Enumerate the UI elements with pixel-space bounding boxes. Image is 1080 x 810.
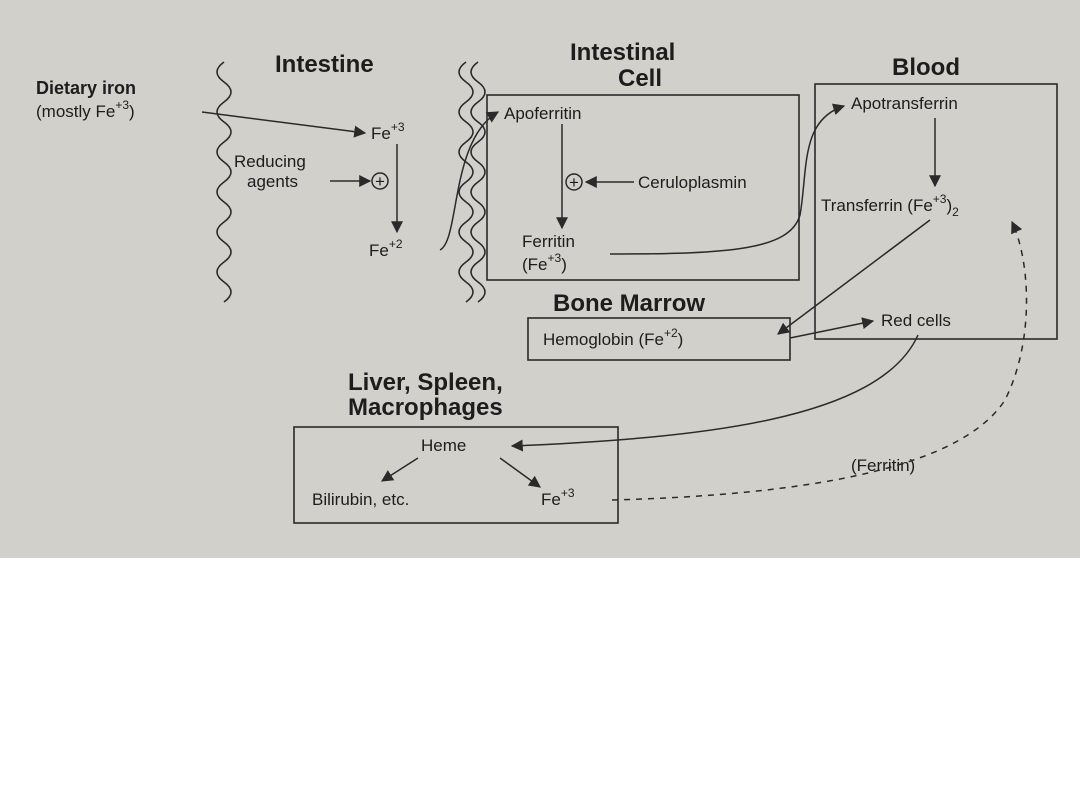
ferritin-storage-label: (Ferritin) [851, 456, 915, 475]
heading-bone-marrow: Bone Marrow [553, 290, 705, 317]
liver-fe3-label: Fe+3 [541, 486, 575, 509]
arrow-red-cells-to-heme [510, 334, 919, 452]
heading-intestinal-cell-line2: Cell [618, 65, 662, 92]
heading-liver-line2: Macrophages [348, 394, 503, 421]
plus-circle-icon [371, 172, 389, 190]
intestine-membrane-left [216, 61, 232, 303]
bone-marrow-box [527, 317, 791, 361]
red-cells-label: Red cells [881, 311, 951, 330]
intestine-membrane-right-1 [458, 61, 474, 303]
apoferritin-label: Apoferritin [504, 104, 581, 123]
intestine-fe3-label: Fe+3 [371, 120, 405, 143]
heading-intestinal-cell-line1: Intestinal [570, 39, 675, 66]
plus-circle-cell-icon [565, 173, 583, 191]
mostly-fe3-label: (mostly Fe+3) [36, 98, 135, 121]
ceruloplasmin-label: Ceruloplasmin [638, 173, 747, 192]
ferritin-label: Ferritin [522, 232, 575, 251]
dashed-arrow-fe3-to-transferrin [611, 220, 1028, 501]
bilirubin-label: Bilirubin, etc. [312, 490, 409, 509]
arrow-hemoglobin-to-red-cells [789, 317, 875, 339]
heading-blood: Blood [892, 54, 960, 81]
arrow-transferrin-to-hemoglobin [777, 219, 931, 335]
arrow-dietary-to-fe3 [201, 111, 367, 138]
plus-symbol-cell: + [569, 173, 579, 192]
transferrin-label: Transferrin (Fe+3)2 [821, 192, 959, 219]
intestinal-cell-box [486, 94, 800, 281]
heme-label: Heme [421, 436, 466, 455]
blood-box [814, 83, 1058, 340]
reducing-agents-line2: agents [247, 172, 298, 191]
ferritin-fe3-label: (Fe+3) [522, 251, 567, 274]
intestine-membrane-right-2 [470, 61, 486, 303]
heading-intestine: Intestine [275, 51, 374, 78]
arrow-ferritin-to-apotransferrin [609, 103, 846, 255]
arrow-fe2-to-apoferritin [439, 111, 500, 251]
arrow-heme-to-fe3 [499, 457, 541, 488]
intestine-fe2-label: Fe+2 [369, 237, 403, 260]
apotransferrin-label: Apotransferrin [851, 94, 958, 113]
reducing-agents-line1: Reducing [234, 152, 306, 171]
plus-symbol-intestine: + [375, 172, 385, 191]
heading-liver-line1: Liver, Spleen, [348, 369, 503, 396]
dietary-iron-label: Dietary iron [36, 78, 136, 98]
arrow-heme-to-bilirubin [380, 457, 419, 482]
hemoglobin-label: Hemoglobin (Fe+2) [543, 326, 683, 349]
liver-box [293, 426, 619, 524]
